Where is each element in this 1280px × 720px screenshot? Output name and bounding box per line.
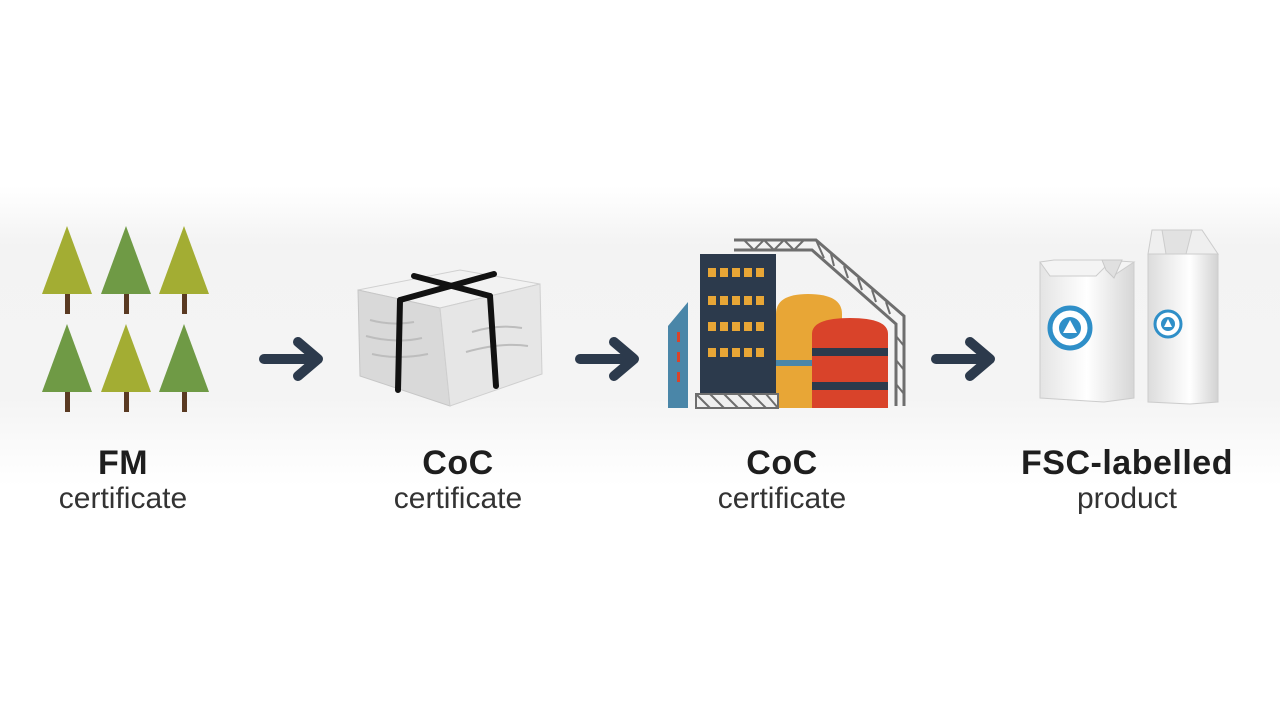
paper-bundle-icon [357, 269, 543, 407]
step-title: CoC [422, 444, 494, 482]
fsc-logo-icon [1153, 309, 1183, 339]
step-label-factory: CoC certificate [652, 444, 912, 516]
step-subtitle: certificate [58, 482, 188, 515]
step-title: FSC-labelled [1021, 444, 1233, 482]
step-subtitle: certificate [717, 482, 847, 515]
step-label-product: FSC-labelled product [997, 444, 1257, 516]
fsc-logo-icon [1047, 305, 1093, 351]
tree [159, 324, 209, 412]
tree [42, 226, 92, 314]
step-title: CoC [746, 444, 818, 482]
step-subtitle: certificate [393, 482, 523, 515]
tree [159, 226, 209, 314]
factory-icon [668, 238, 906, 409]
forest-trees-icon [42, 226, 209, 412]
arrow-right-icon [931, 337, 995, 381]
step-label-forest: FM certificate [0, 444, 253, 516]
arrow-right-icon [259, 337, 323, 381]
tree [42, 324, 92, 412]
step-subtitle: product [1076, 482, 1178, 515]
arrow-right-icon [575, 337, 639, 381]
tree [101, 324, 151, 412]
step-label-paper: CoC certificate [328, 444, 588, 516]
step-title: FM [97, 444, 149, 482]
milk-carton-icon [1039, 229, 1219, 405]
tree [101, 226, 151, 314]
